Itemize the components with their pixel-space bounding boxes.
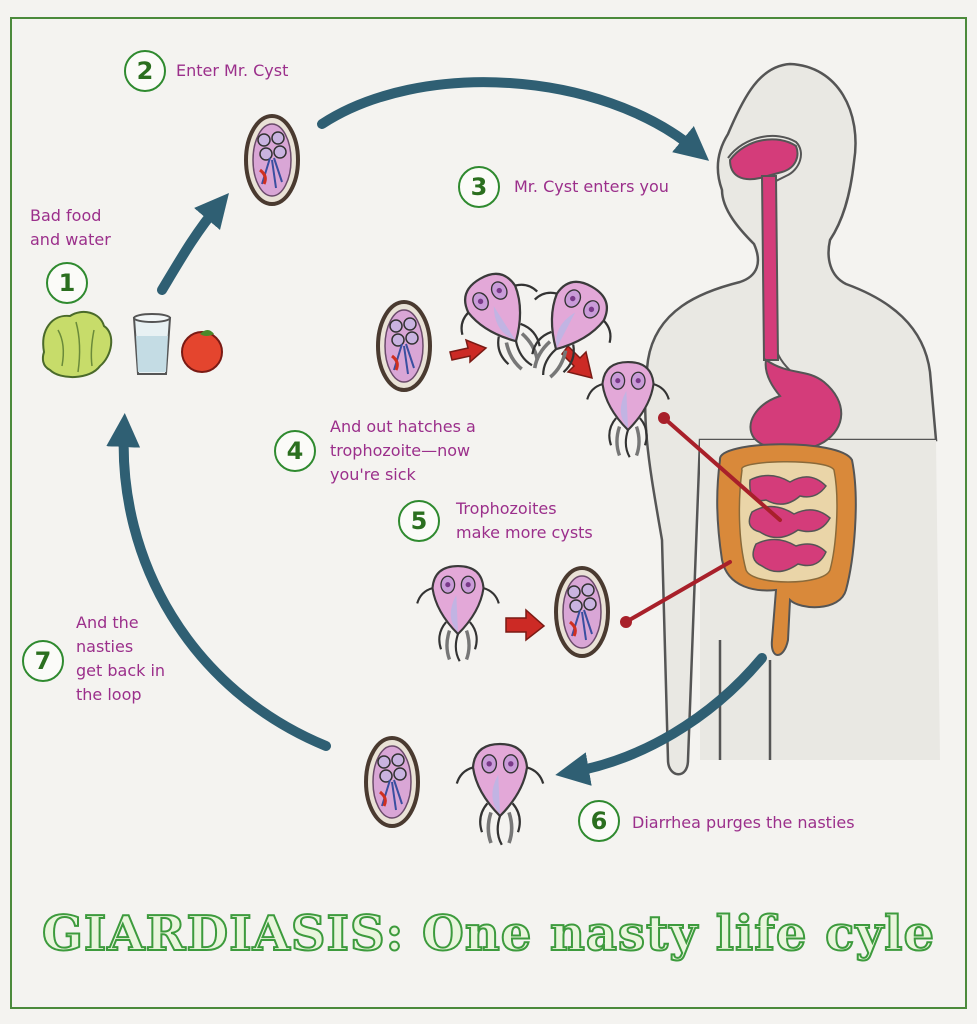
cycle-arrows — [106, 77, 767, 786]
cyst-icon — [554, 566, 610, 658]
step-1-badge: 1 — [46, 262, 88, 304]
cyst-icon — [364, 736, 420, 828]
step-4-text-line-2: trophozoite—now — [330, 441, 471, 460]
step-1-text-line-1: Bad food — [30, 206, 102, 225]
trophozoite-icon — [440, 255, 570, 390]
step-1-text-line-2: and water — [30, 230, 111, 249]
diagram-border — [10, 17, 967, 1009]
apple-icon — [181, 330, 223, 373]
cyst-icon — [376, 300, 432, 392]
lettuce-icon — [41, 310, 113, 378]
step-5-badge: 5 — [398, 500, 440, 542]
step-4-badge: 4 — [274, 430, 316, 472]
step-7-text-line-2: nasties — [76, 637, 134, 656]
step-4-text-line-3: you're sick — [330, 465, 416, 484]
step-3-badge: 3 — [458, 166, 500, 208]
step-7-text-line-1: And the — [76, 613, 139, 632]
step-6-badge: 6 — [578, 800, 620, 842]
step-4-text-line-1: And out hatches a — [330, 417, 476, 436]
step-6-text: Diarrhea purges the nasties — [632, 813, 855, 832]
step-7-badge: 7 — [22, 640, 64, 682]
cyst-icon — [244, 114, 300, 206]
step-2-badge: 2 — [124, 50, 166, 92]
trophozoite-icon — [454, 742, 546, 847]
step-7-text-line-4: the loop — [76, 685, 142, 704]
step-2-text: Enter Mr. Cyst — [176, 61, 289, 80]
diagram-title: GIARDIASIS: One nasty life cyle — [41, 905, 936, 963]
step-5-text-line-2: make more cysts — [456, 523, 593, 542]
stage-arrows — [449, 338, 594, 642]
pointer-lines — [620, 412, 782, 628]
step-3-text: Mr. Cyst enters you — [514, 177, 669, 196]
step-7-text-line-3: get back in — [76, 661, 166, 680]
digestive-tract — [716, 135, 857, 656]
water-glass-icon — [132, 313, 172, 375]
trophozoite-icon — [415, 564, 501, 663]
step-5-text-line-1: Trophozoites — [456, 499, 557, 518]
